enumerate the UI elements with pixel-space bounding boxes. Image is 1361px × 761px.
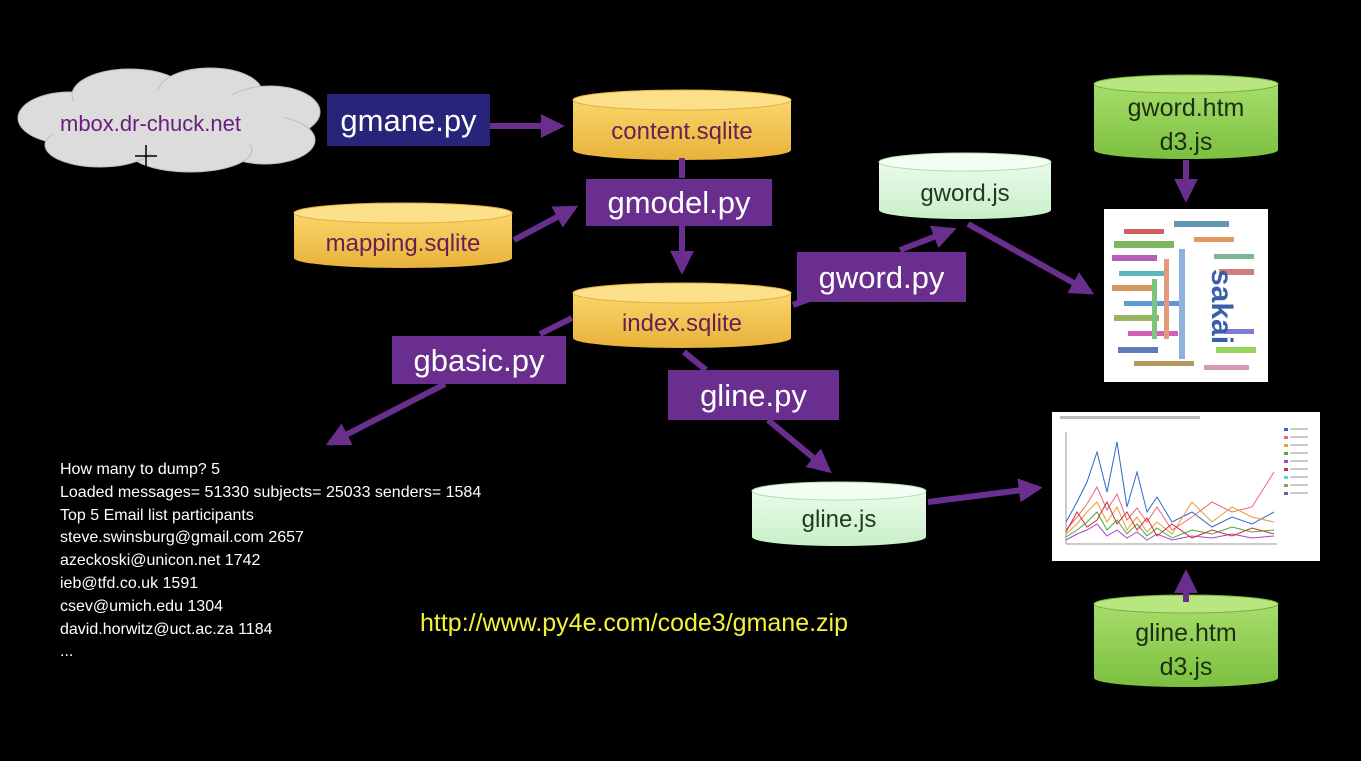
gmane-program-box: gmane.py <box>327 94 490 146</box>
gword-htm-filename: gword.htm <box>1127 94 1245 122</box>
gbasic-program-box: gbasic.py <box>392 336 566 384</box>
gline-js-cylinder <box>751 481 927 546</box>
content-sqlite-cylinder <box>572 89 792 160</box>
console-line: steve.swinsburg@gmail.com 2657 <box>60 529 304 547</box>
gline-htm-label: gline.htm d3.js <box>1094 616 1278 684</box>
gword-program-box: gword.py <box>797 252 966 302</box>
gword-js-label: gword.js <box>920 180 1010 207</box>
download-url[interactable]: http://www.py4e.com/code3/gmane.zip <box>420 609 849 637</box>
gword-js-cylinder <box>878 152 1052 219</box>
console-line: csev@umich.edu 1304 <box>60 597 223 615</box>
console-line: azeckoski@unicon.net 1742 <box>60 552 261 570</box>
console-line: Top 5 Email list participants <box>60 506 254 524</box>
content-sqlite-label: content.sqlite <box>611 118 753 145</box>
gline-htm-cylinder <box>1093 594 1279 687</box>
arrow-gline-to-glinejs <box>766 417 832 474</box>
wordcloud-thumbnail: sakai <box>1104 209 1268 382</box>
gline-js-label: gline.js <box>801 506 877 533</box>
connector-index-to-gline <box>682 349 708 373</box>
wordcloud-graphic: sakai <box>1112 221 1256 370</box>
console-line: david.horwitz@uct.ac.za 1184 <box>60 620 273 638</box>
arrow-glinejs-to-linechart <box>927 478 1043 505</box>
console-line: ieb@tfd.co.uk 1591 <box>60 574 199 592</box>
mapping-sqlite-label: mapping.sqlite <box>325 230 481 257</box>
cloud-shape <box>17 67 321 173</box>
console-line: ... <box>60 643 74 661</box>
connector-index-to-gbasic <box>538 315 574 337</box>
cursor-crosshair-icon <box>135 145 157 167</box>
index-sqlite-cylinder <box>572 282 792 348</box>
console-output: How many to dump? 5 Loaded messages= 513… <box>60 459 481 664</box>
console-line: How many to dump? 5 <box>60 461 221 478</box>
console-line: Loaded messages= 51330 subjects= 25033 s… <box>60 483 482 501</box>
wordcloud-prominent-word: sakai <box>1205 269 1238 344</box>
mbox-source-label: mbox.dr-chuck.net <box>60 111 241 136</box>
gword-htm-cylinder <box>1093 74 1279 159</box>
gmodel-program-box: gmodel.py <box>586 179 772 226</box>
index-sqlite-label: index.sqlite <box>621 310 743 337</box>
mapping-sqlite-cylinder <box>293 202 513 268</box>
gline-d3-filename: d3.js <box>1159 653 1213 681</box>
gword-htm-label: gword.htm d3.js <box>1094 91 1278 159</box>
gline-htm-filename: gline.htm <box>1135 619 1237 647</box>
gline-program-box: gline.py <box>668 370 839 420</box>
arrow-gwordjs-to-wordcloud <box>966 221 1095 295</box>
linechart-graphic <box>1060 416 1308 545</box>
linechart-legend <box>1284 428 1308 495</box>
arrow-gword-to-gwordjs <box>898 225 957 253</box>
arrow-mapping-to-gmodel <box>512 205 579 243</box>
arrow-gbasic-to-console <box>325 381 447 446</box>
linechart-thumbnail <box>1052 412 1320 561</box>
gword-d3-filename: d3.js <box>1159 128 1213 156</box>
